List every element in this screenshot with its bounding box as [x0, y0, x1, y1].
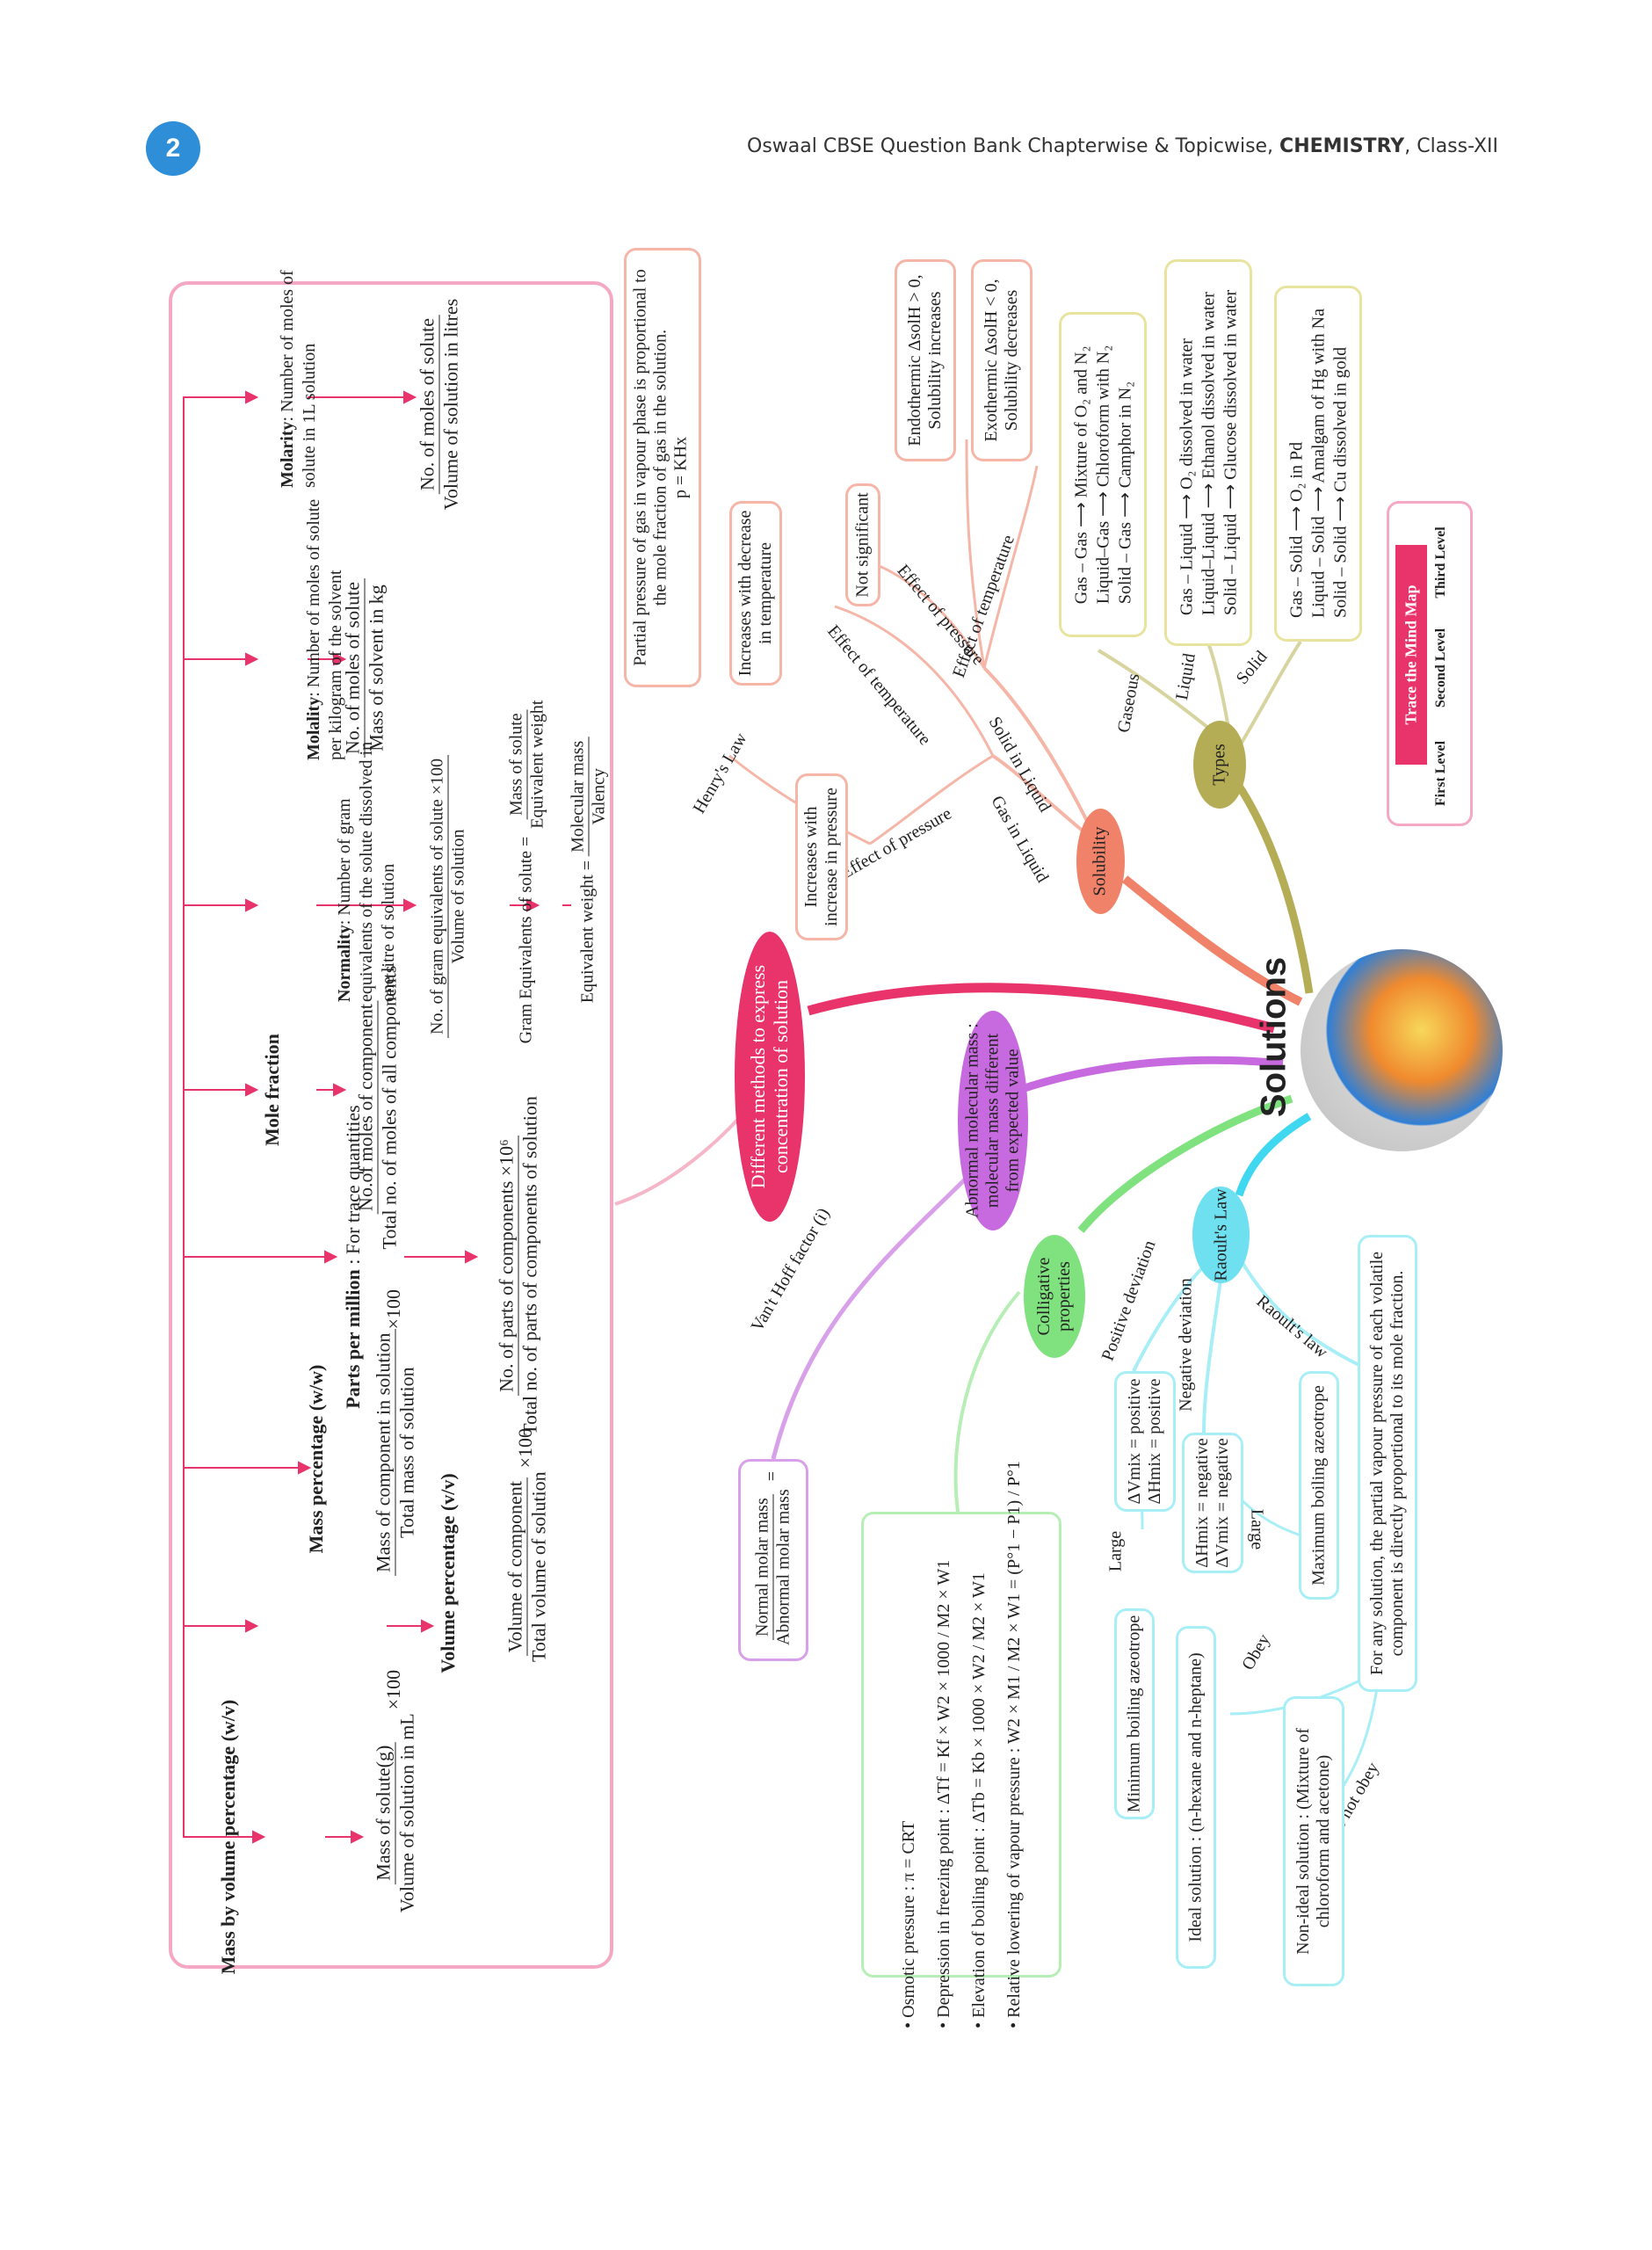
min-azeotrope-text: Minimum boiling azeotrope — [1124, 1615, 1144, 1813]
endothermic-text: Endothermic ΔsolH > 0, Solubility increa… — [905, 274, 945, 446]
volume-percentage-title: Volume percentage (v/v) — [437, 1473, 459, 1673]
running-header: Oswaal CBSE Question Bank Chapterwise & … — [747, 135, 1498, 157]
max-azeotrope-box — [1299, 1371, 1339, 1600]
abnormal-blob — [958, 1011, 1028, 1230]
normality-title: Normality: Number of gram equivalents of… — [335, 741, 398, 1002]
colligative-items: • Osmotic pressure : π = CRT • Depressio… — [891, 1461, 1032, 2029]
concentration-branch-label: Different methods to express concentrati… — [747, 964, 792, 1189]
gaseous-box — [1059, 312, 1147, 637]
nonideal-solution-box — [1283, 1696, 1344, 1986]
min-azeotrope-box — [1114, 1608, 1155, 1819]
concentration-blob — [735, 932, 805, 1222]
endothermic-box — [895, 259, 956, 461]
legend-third-level: Third Level — [1433, 526, 1448, 599]
solid-box — [1274, 286, 1362, 642]
liquid-box — [1164, 259, 1252, 646]
mole-fraction-title: Mole fraction — [261, 1034, 283, 1146]
page-number-badge: 2 — [146, 121, 200, 176]
gaseous-item-3: Solid – Gas ⟶ Camphor in N₂ — [1115, 381, 1135, 605]
types-blob — [1193, 721, 1246, 809]
brain-graphic — [1301, 949, 1503, 1151]
gaseous-item-1: Gas – Gas ⟶ Mixture of O₂ and N₂ — [1071, 345, 1091, 605]
vant-hoff-box — [738, 1459, 808, 1661]
not-significant-text: Not significant — [852, 492, 873, 598]
dec-temp-text: Increases with decrease in temperature — [735, 510, 775, 677]
negative-deviation-label: Negative deviation — [1176, 1278, 1196, 1412]
abnormal-label: Abnormal molecular mass : molecular mass… — [962, 1023, 1023, 1218]
gaseous-items: Gas – Gas ⟶ Mixture of O₂ and N₂ Liquid–… — [1070, 345, 1136, 605]
not-significant-box — [845, 483, 880, 606]
legend-title — [1395, 545, 1427, 765]
ideal-solution-text: Ideal solution : (n-hexane and n-heptane… — [1185, 1652, 1206, 1942]
solutions-center-label: Solutions — [1254, 956, 1293, 1118]
exothermic-text: Exothermic ΔsolH < 0, Solubility decreas… — [982, 279, 1021, 442]
gram-equivalents-formula: Gram Equivalents of solute = Mass of sol… — [506, 700, 547, 1044]
colligative-item-2: • Depression in freezing point : ΔTf = K… — [934, 1559, 953, 2029]
legend-box — [1387, 501, 1473, 826]
liquid-items: Gas – Liquid ⟶ O₂ dissolved in water Liq… — [1176, 290, 1242, 615]
liquid-item-2: Liquid–Liquid ⟶ Ethanol dissolved in wat… — [1199, 292, 1219, 616]
solid-item-3: Solid – Solid ⟶ Cu dissolved in gold — [1330, 346, 1351, 618]
ideal-solution-box — [1176, 1626, 1216, 1969]
mass-by-volume-title: Mass by volume percentage (w/v) — [217, 1699, 239, 1975]
table-spine — [183, 397, 185, 1837]
solid-item-2: Liquid – Solid ⟶ Amalgam of Hg with Na — [1308, 308, 1329, 618]
types-label: Types — [1209, 744, 1229, 786]
solid-items: Gas – Solid ⟶ O₂ in Pd Liquid – Solid ⟶ … — [1286, 308, 1351, 618]
henry-box-text: Partial pressure of gas in vapour phase … — [630, 269, 691, 666]
raoult-law-box — [1358, 1235, 1417, 1692]
raoult-law-text: For any solution, the partial vapour pre… — [1367, 1251, 1407, 1676]
negative-dev-box — [1182, 1433, 1243, 1573]
legend-second-level: Second Level — [1433, 628, 1448, 708]
large-label-1: Large — [1105, 1530, 1126, 1572]
molarity-title: Molarity: Number of moles of solute in 1… — [278, 270, 319, 488]
henry-box — [624, 248, 701, 687]
mass-percentage-title: Mass percentage (w/w) — [305, 1364, 327, 1554]
concentration-table-frame — [169, 281, 613, 1969]
max-azeotrope-text: Maximum boiling azeotrope — [1308, 1385, 1329, 1586]
large-label-2: Large — [1247, 1508, 1267, 1550]
gaseous-item-2: Liquid–Gas ⟶ Chloroform with N₂ — [1093, 345, 1113, 605]
dec-temp-box — [729, 501, 782, 686]
colligative-item-4: • Relative lowering of vapour pressure :… — [1004, 1461, 1024, 2029]
colligative-blob — [1024, 1235, 1085, 1358]
positive-dev-box — [1114, 1371, 1176, 1512]
solubility-blob — [1076, 809, 1125, 914]
colligative-item-3: • Elevation of boiling point : ΔTb = Kb … — [969, 1572, 989, 2029]
liquid-item-3: Solid – Liquid ⟶ Glucose dissolved in wa… — [1221, 289, 1241, 616]
solubility-label: Solubility — [1090, 826, 1110, 896]
exothermic-box — [971, 259, 1032, 461]
inc-pressure-box — [795, 773, 848, 940]
nonideal-solution-text: Non-ideal solution : (Mixture of chlorof… — [1293, 1728, 1333, 1955]
colligative-item-1: • Osmotic pressure : π = CRT — [899, 1820, 918, 2029]
colligative-label: Colligative properties — [1034, 1257, 1074, 1336]
solid-item-1: Gas – Solid ⟶ O₂ in Pd — [1286, 441, 1307, 618]
legend-first-level: First Level — [1433, 740, 1448, 807]
raoult-label: Raoult's Law — [1211, 1188, 1231, 1281]
liquid-item-1: Gas – Liquid ⟶ O₂ dissolved in water — [1177, 338, 1197, 616]
raoult-blob — [1192, 1187, 1250, 1283]
colligative-box — [861, 1512, 1061, 1978]
inc-pressure-text: Increases with increase in pressure — [801, 788, 841, 926]
mass-by-volume-formula: Mass of solute(g)Volume of solution in m… — [372, 1669, 418, 1913]
legend-title-text: Trace the Mind Map — [1402, 584, 1420, 725]
